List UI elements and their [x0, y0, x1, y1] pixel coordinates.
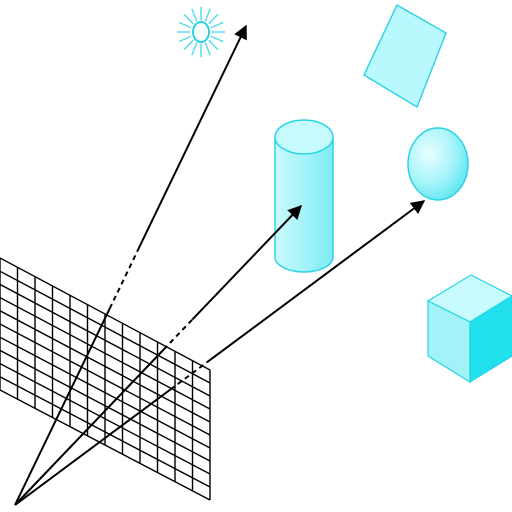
sun-ray	[210, 35, 224, 43]
light-source-icon	[177, 6, 225, 58]
ray-to-sphere-hidden	[169, 361, 208, 391]
sun-ray	[208, 13, 219, 25]
grid-line-horizontal	[0, 310, 211, 423]
sun-ray	[191, 8, 198, 22]
grid-line-horizontal	[0, 389, 211, 501]
ray-to-light-back	[136, 24, 247, 252]
ray-to-light-front	[14, 308, 111, 506]
grid-line-horizontal	[0, 323, 211, 436]
grid-line-horizontal	[0, 257, 211, 371]
ray-to-light-hidden	[108, 250, 139, 310]
sun-ray	[183, 13, 194, 25]
cube	[426, 274, 512, 384]
ray-to-sphere-back	[206, 200, 426, 363]
sun-ray	[208, 39, 219, 51]
ray-to-cylinder-back	[191, 204, 302, 321]
sun-ray	[183, 39, 194, 51]
sphere	[407, 127, 469, 201]
sun-ray	[178, 35, 192, 43]
sun-ray	[191, 42, 198, 56]
grid-line-horizontal	[0, 349, 211, 462]
grid-line-horizontal	[0, 270, 211, 384]
grid-line-horizontal	[0, 283, 211, 397]
sun-ray	[178, 21, 192, 29]
ray-to-cylinder-hidden	[162, 318, 194, 351]
grid-line-horizontal	[0, 296, 211, 410]
cylinder	[274, 119, 334, 273]
sun-ray	[210, 21, 224, 29]
image-plane-grid	[0, 257, 211, 501]
grid-line-horizontal	[0, 376, 211, 488]
tilted-plane	[363, 4, 447, 109]
grid-line-horizontal	[0, 336, 211, 449]
sun-ray	[204, 42, 211, 56]
grid-line-horizontal	[0, 362, 211, 475]
sun-ray	[204, 8, 211, 22]
ray-to-sphere-front	[14, 388, 171, 506]
ray-to-cylinder-front	[14, 348, 165, 506]
rays	[14, 24, 426, 506]
